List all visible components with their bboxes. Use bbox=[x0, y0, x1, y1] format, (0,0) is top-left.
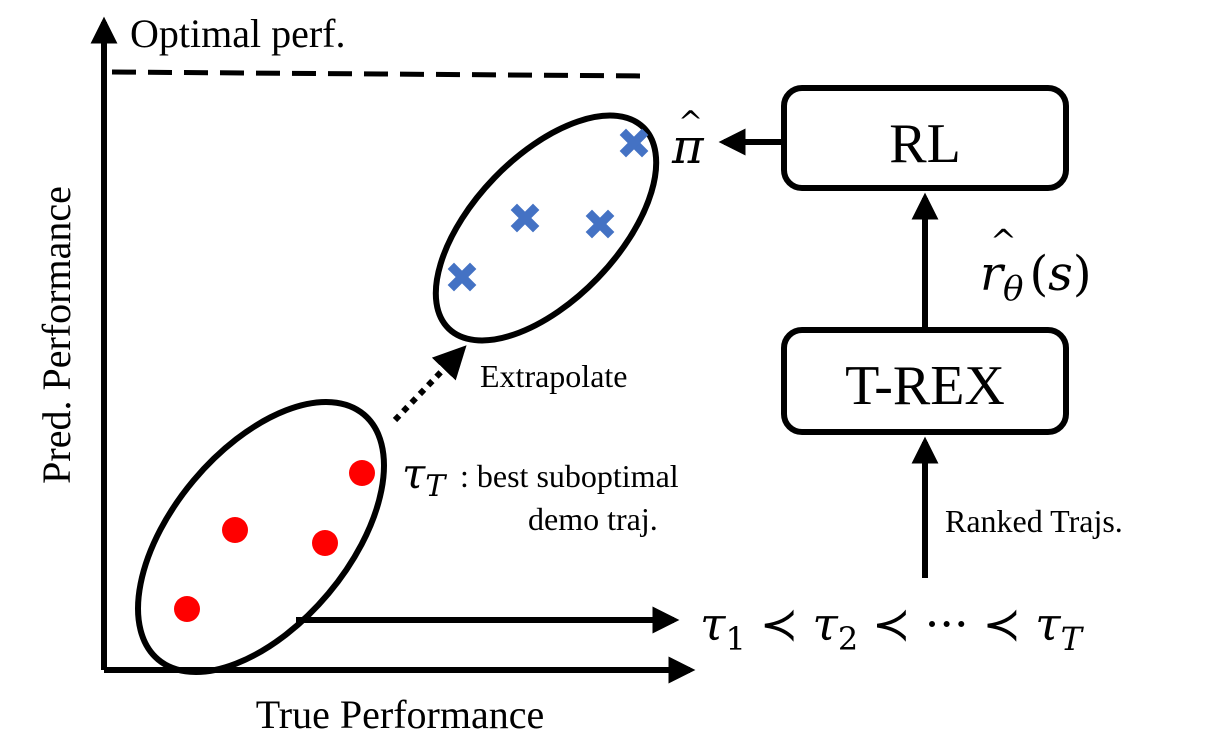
reward-expression: rθ(s) bbox=[980, 246, 1092, 309]
optimal-performance-line bbox=[111, 69, 649, 79]
red-dot-icon bbox=[174, 596, 200, 622]
policy-hat: ^ bbox=[678, 105, 703, 140]
extrapolated-cluster-ellipse bbox=[432, 112, 660, 344]
red-dot-icon bbox=[312, 530, 338, 556]
blue-x-marker-icon bbox=[619, 128, 649, 158]
tau-t-symbol: τT bbox=[402, 449, 447, 504]
red-dot-icon bbox=[349, 460, 375, 486]
policy-symbol: ^ π bbox=[671, 105, 705, 175]
extrapolated-cluster bbox=[432, 112, 660, 344]
optimal-performance-label: Optimal perf. bbox=[130, 11, 346, 56]
red-dot-icon bbox=[222, 517, 248, 543]
plot-axes bbox=[90, 16, 696, 684]
best-suboptimal-annotation: τT : best suboptimal demo traj. bbox=[402, 449, 679, 537]
demo-trajectory-cluster bbox=[135, 399, 387, 675]
extrapolate-arrow bbox=[392, 345, 467, 423]
blue-x-marker-icon bbox=[447, 262, 477, 292]
blue-x-marker-icon bbox=[510, 203, 540, 233]
extrapolate-label: Extrapolate bbox=[480, 358, 627, 394]
demo-cluster-ellipse bbox=[135, 399, 387, 675]
best-suboptimal-label: : best suboptimal bbox=[460, 458, 679, 494]
reward-function-label: ^ rθ(s) bbox=[980, 222, 1092, 309]
policy-pi: π bbox=[671, 119, 705, 175]
blue-x-marker-icon bbox=[585, 209, 615, 239]
trex-label: T-REX bbox=[845, 355, 1005, 417]
rl-label: RL bbox=[889, 113, 961, 175]
rl-box bbox=[781, 85, 1069, 191]
x-axis-label: True Performance bbox=[256, 692, 544, 737]
ranked-trajs-label: Ranked Trajs. bbox=[945, 503, 1123, 539]
demo-traj-label: demo traj. bbox=[528, 501, 658, 537]
y-axis-label: Pred. Performance bbox=[34, 186, 79, 484]
reward-hat: ^ bbox=[990, 222, 1017, 260]
ranking-expression: τ1≺τ2≺···≺τT bbox=[700, 597, 1085, 658]
